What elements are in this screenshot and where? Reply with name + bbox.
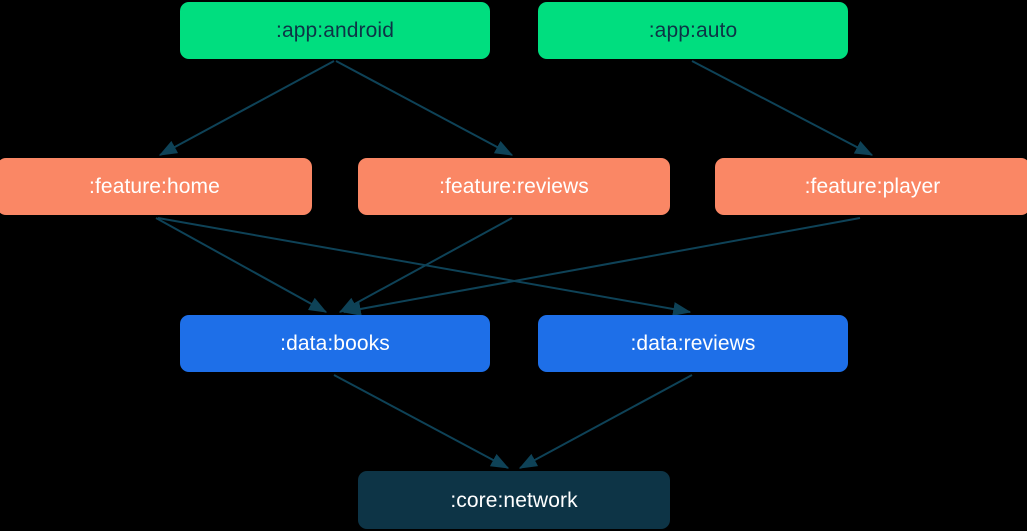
graph-node-feature-reviews[interactable]: :feature:reviews [358, 158, 670, 215]
graph-node-data-reviews[interactable]: :data:reviews [538, 315, 848, 372]
node-label-data-reviews: :data:reviews [630, 332, 756, 355]
graph-node-app-auto[interactable]: :app:auto [538, 2, 848, 59]
node-label-feature-player: :feature:player [804, 175, 941, 198]
graph-node-app-android[interactable]: :app:android [180, 2, 490, 59]
graph-node-data-books[interactable]: :data:books [180, 315, 490, 372]
node-label-feature-home: :feature:home [89, 175, 220, 198]
node-label-data-books: :data:books [280, 332, 390, 355]
node-label-core-network: :core:network [450, 488, 578, 512]
graph-node-feature-player[interactable]: :feature:player [715, 158, 1027, 215]
node-label-app-auto: :app:auto [648, 19, 738, 42]
node-label-feature-reviews: :feature:reviews [439, 175, 589, 198]
node-label-app-android: :app:android [276, 19, 394, 42]
graph-node-feature-home[interactable]: :feature:home [0, 158, 312, 215]
graph-node-core-network[interactable]: :core:network [358, 471, 670, 529]
